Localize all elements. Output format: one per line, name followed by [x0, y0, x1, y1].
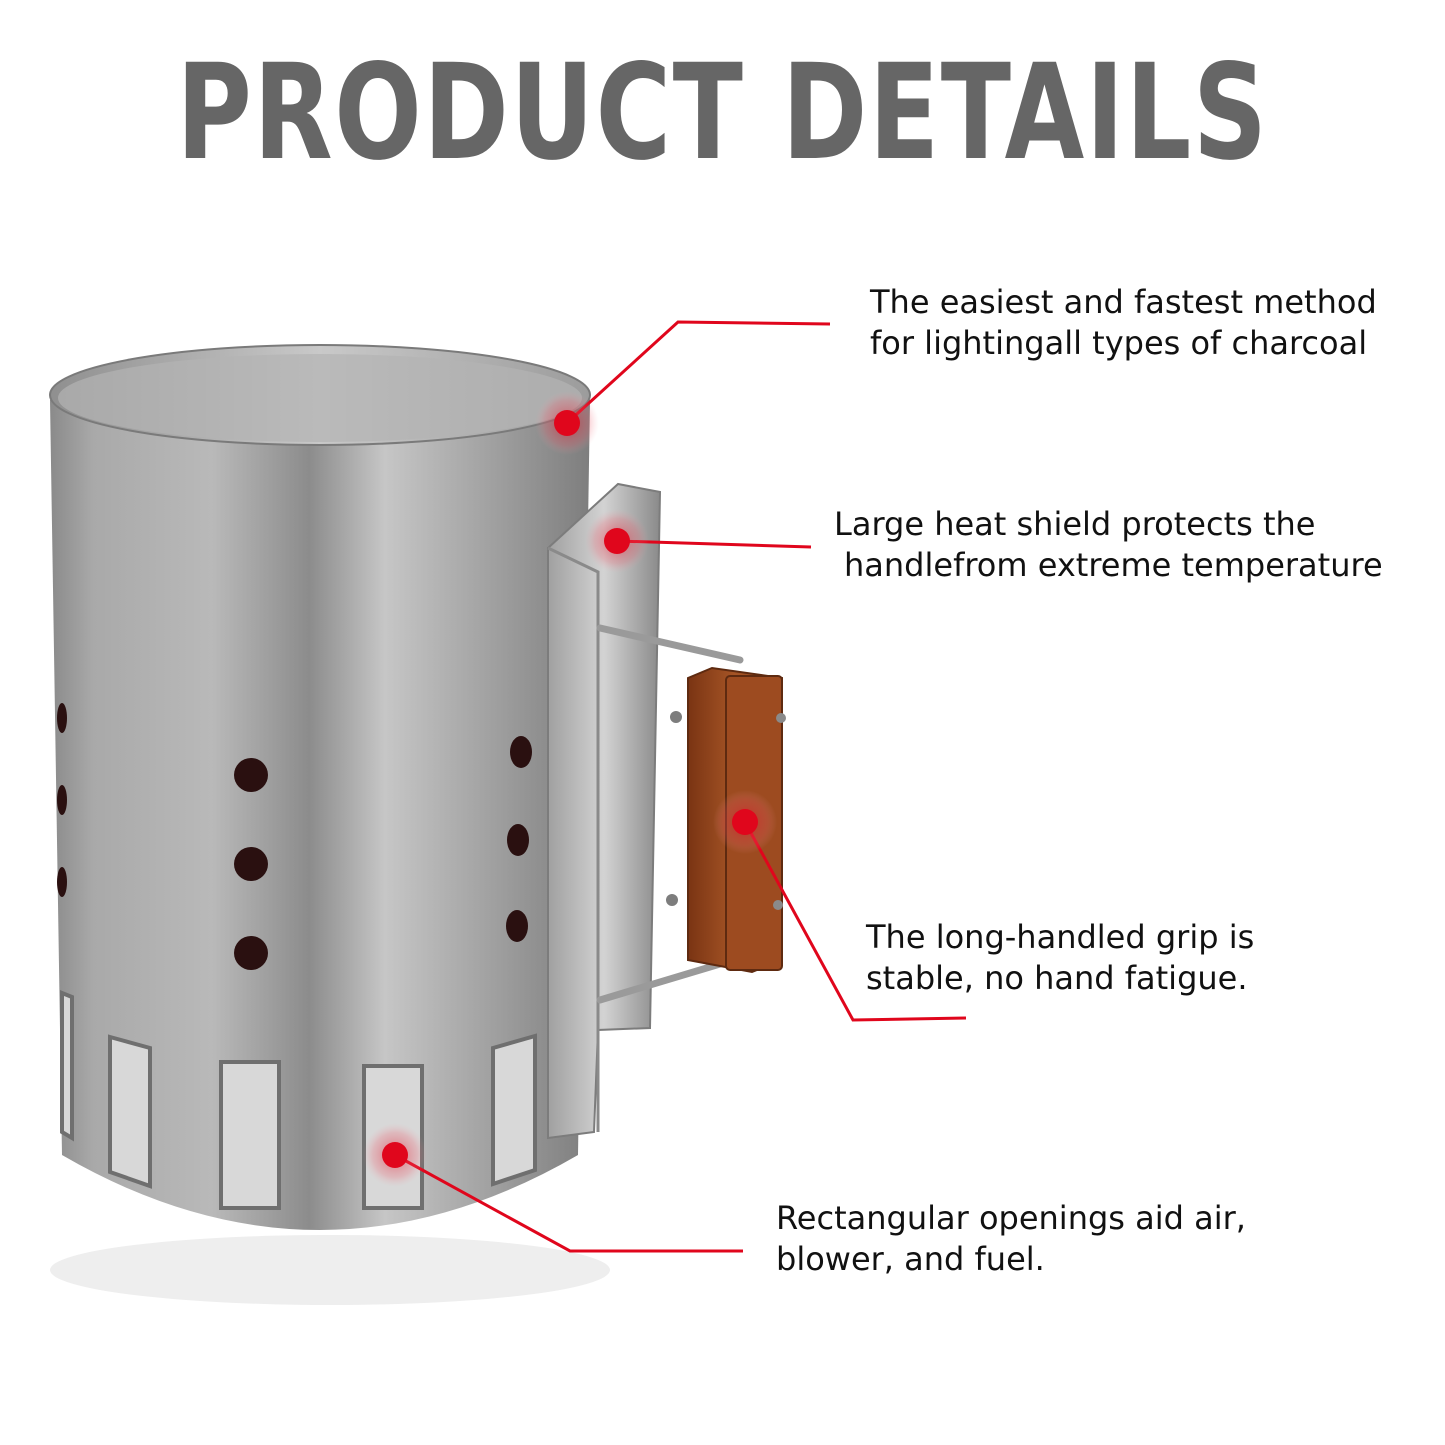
callout-top-rim: The easiest and fastest method for light…: [870, 282, 1377, 364]
floor-shadow: [50, 1235, 610, 1305]
callout-line: stable, no hand fatigue.: [866, 959, 1248, 997]
leader-line-handle: [743, 821, 967, 1022]
vent-hole: [234, 936, 268, 970]
callout-line: Large heat shield protects the: [834, 505, 1316, 543]
callout-line: handlefrom extreme temperature: [844, 546, 1383, 584]
marker-openings: [382, 1142, 408, 1168]
vent-hole: [510, 736, 532, 768]
callout-line: for lightingall types of charcoal: [870, 324, 1368, 362]
callout-line: Rectangular openings aid air,: [776, 1199, 1246, 1237]
callout-handle: The long-handled grip is stable, no hand…: [866, 917, 1254, 999]
marker-top-rim: [554, 410, 580, 436]
heat-shield: [547, 482, 662, 1140]
callout-markers: [363, 391, 777, 1187]
marker-handle: [732, 809, 758, 835]
vent-hole: [57, 703, 67, 733]
callout-lines: [394, 320, 967, 1253]
callout-line: blower, and fuel.: [776, 1240, 1045, 1278]
callout-heat-shield: Large heat shield protects the handlefro…: [834, 504, 1383, 586]
vent-hole: [506, 910, 528, 942]
vent-hole: [57, 785, 67, 815]
callout-line: The easiest and fastest method: [870, 283, 1377, 321]
vent-hole: [234, 758, 268, 792]
callout-line: The long-handled grip is: [866, 918, 1255, 956]
vent-hole: [57, 867, 67, 897]
marker-heat-shield: [604, 528, 630, 554]
page-title: PRODUCT DETAILS: [176, 36, 1269, 190]
vent-hole: [234, 847, 268, 881]
leader-line-openings: [394, 1153, 743, 1253]
callout-openings: Rectangular openings aid air, blower, an…: [776, 1198, 1246, 1280]
leader-line-heat-shield: [616, 539, 812, 549]
vent-hole: [507, 824, 529, 856]
steel-cylinder: [50, 400, 590, 1230]
leader-line-top-rim: [565, 320, 831, 425]
